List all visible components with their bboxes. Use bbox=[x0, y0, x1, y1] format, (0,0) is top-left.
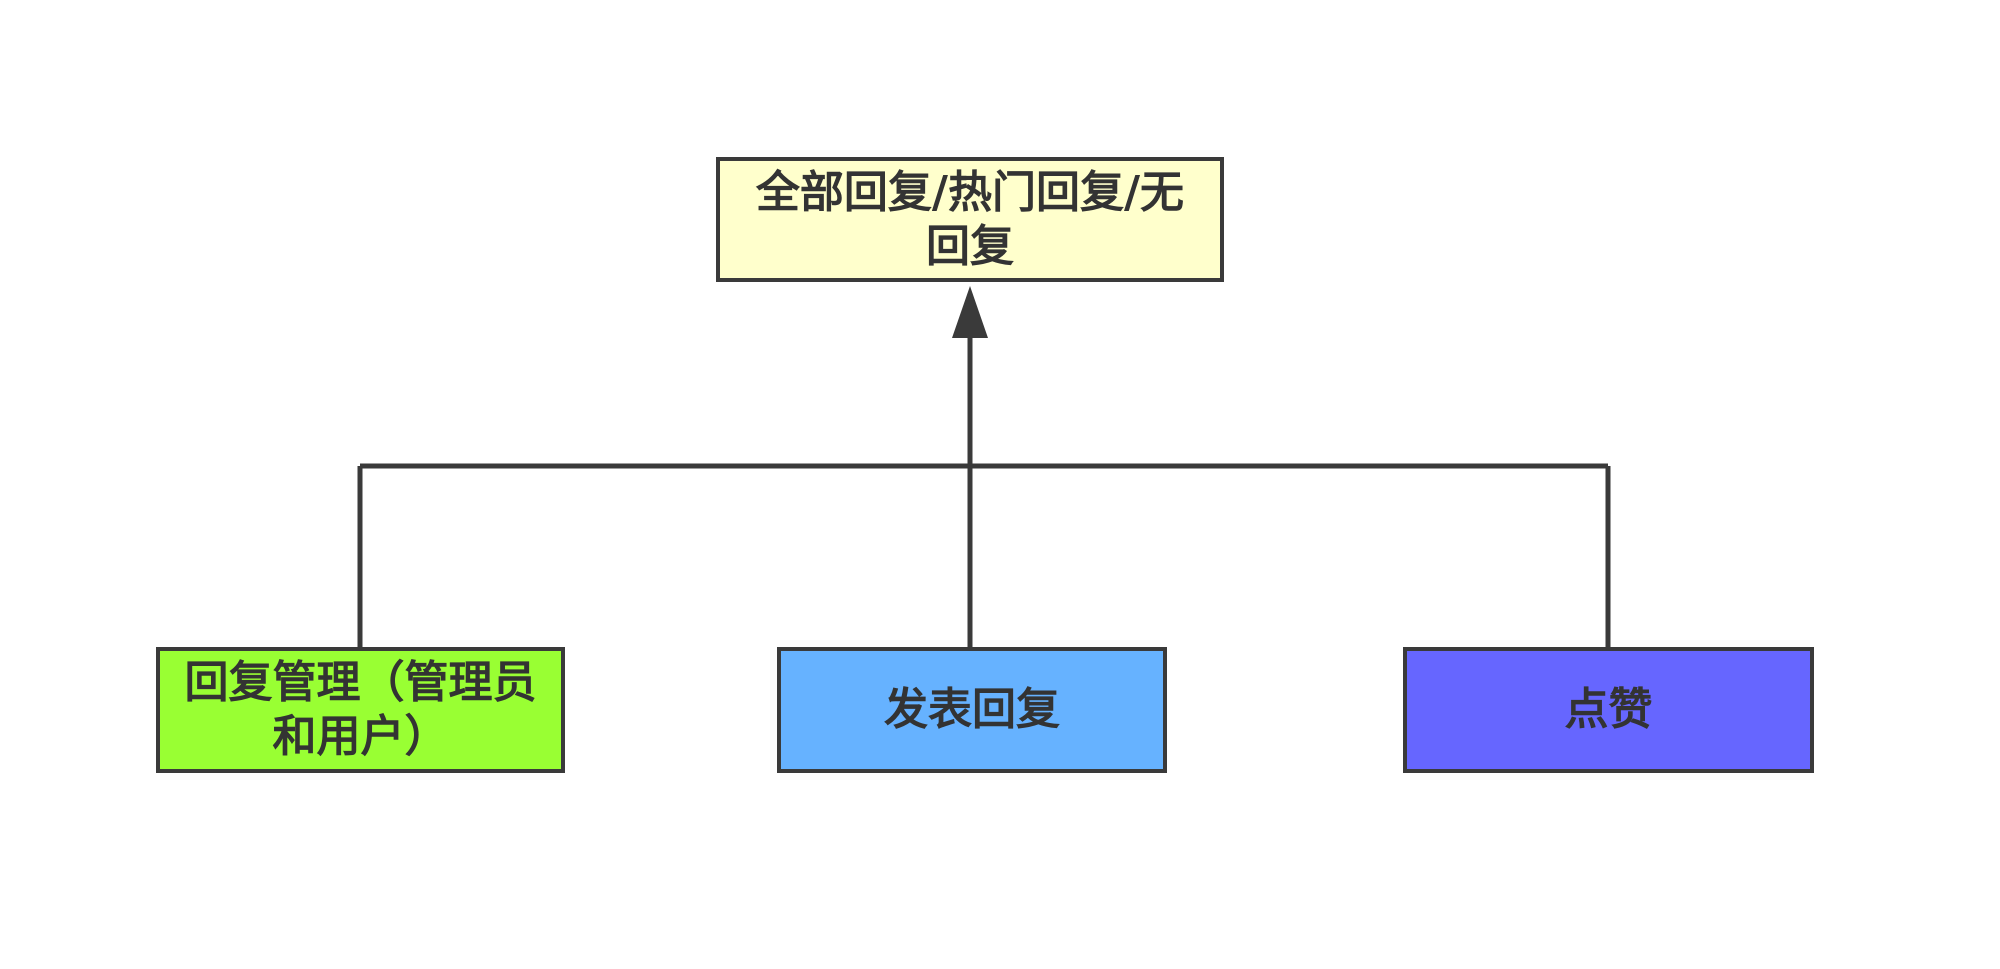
node-post-reply: 发表回复 bbox=[777, 647, 1167, 773]
node-like-label: 点赞 bbox=[1564, 684, 1653, 735]
node-like: 点赞 bbox=[1403, 647, 1814, 773]
node-reply-management: 回复管理（管理员和用户） bbox=[156, 647, 565, 773]
node-all-replies-label: 全部回复/热门回复/无回复 bbox=[755, 166, 1185, 272]
connectors bbox=[357, 335, 1611, 647]
arrowhead-up bbox=[952, 286, 988, 338]
node-reply-management-label: 回复管理（管理员和用户） bbox=[184, 657, 537, 762]
node-all-replies: 全部回复/热门回复/无回复 bbox=[716, 157, 1224, 282]
node-post-reply-label: 发表回复 bbox=[884, 684, 1060, 735]
